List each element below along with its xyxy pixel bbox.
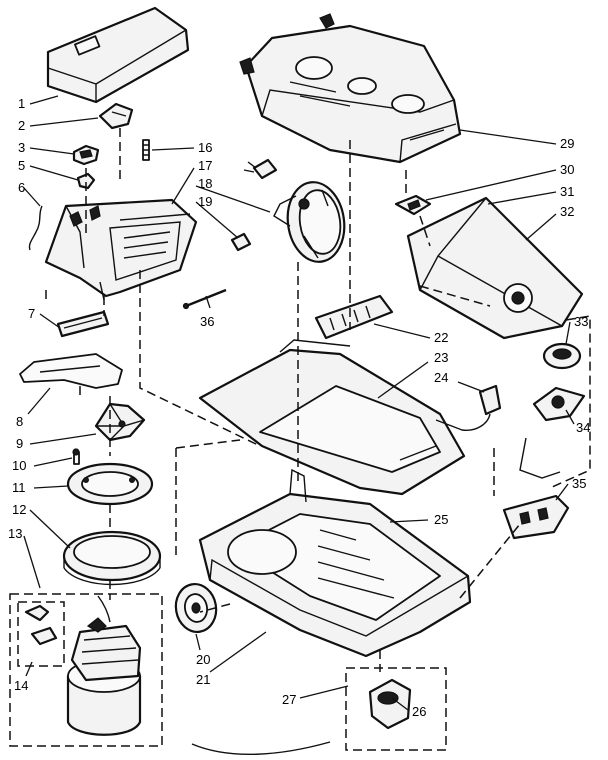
part-lid-frame: [198, 339, 466, 496]
part-gasket-ring-upper: [66, 462, 154, 506]
part-handle-frame: [44, 198, 198, 301]
callout-23: 23: [434, 350, 448, 365]
callout-8: 8: [16, 414, 23, 429]
callout-31: 31: [560, 184, 574, 199]
part-latch-clip: [98, 102, 134, 130]
part-top-cover: [46, 6, 190, 104]
callout-26: 26: [412, 704, 426, 719]
part-cord-plug: [435, 384, 502, 431]
callout-14: 14: [14, 678, 28, 693]
callout-29: 29: [560, 136, 574, 151]
callout-22: 22: [434, 330, 448, 345]
callout-17: 17: [198, 158, 212, 173]
part-terminal-block: [502, 437, 570, 540]
callout-25: 25: [434, 512, 448, 527]
part-mounting-plate: [19, 353, 123, 389]
part-exhaust-grille: [314, 294, 394, 340]
part-fan-impeller: [94, 402, 146, 442]
callout-21: 21: [196, 672, 210, 687]
callout-3: 3: [18, 140, 25, 155]
part-bag-seal: [542, 342, 582, 370]
callout-6: 6: [18, 180, 25, 195]
part-wire-lead: [28, 205, 43, 251]
callout-32: 32: [560, 204, 574, 219]
part-end-cap: [230, 232, 252, 252]
part-screw-top: [142, 139, 150, 161]
motor-assembly-box: [9, 593, 163, 747]
part-filter-strip: [56, 310, 110, 338]
callout-12: 12: [12, 502, 26, 517]
part-pin-rod: [182, 288, 227, 310]
callout-24: 24: [434, 370, 448, 385]
part-gasket-ring-lower: [62, 530, 162, 586]
part-fan-wheel: [273, 181, 346, 263]
callout-labels: 1 2 3 5 6 7 8 9 10 11 12 13 14 16 17 18 …: [8, 96, 590, 719]
callout-2: 2: [18, 118, 25, 133]
part-wheel: [174, 583, 218, 633]
part-base-housing: [198, 468, 472, 658]
part-screw-fan: [72, 448, 80, 465]
callout-18: 18: [198, 176, 212, 191]
assembly-lines: [45, 128, 591, 756]
callout-30: 30: [560, 162, 574, 177]
callout-7: 7: [28, 306, 35, 321]
callout-19: 19: [198, 194, 212, 209]
callout-5: 5: [18, 158, 25, 173]
caster-assembly-box: [345, 667, 447, 751]
callout-20: 20: [196, 652, 210, 667]
callout-11: 11: [12, 480, 26, 495]
callout-9: 9: [16, 436, 23, 451]
leader-lines: [23, 95, 575, 711]
part-bag-clip: [394, 194, 432, 216]
part-switch: [72, 144, 100, 166]
callout-33: 33: [574, 314, 588, 329]
callout-27: 27: [282, 692, 296, 707]
callout-36: 36: [200, 314, 214, 329]
part-plug-connector: [243, 158, 278, 180]
callout-1: 1: [18, 96, 25, 111]
callout-13: 13: [8, 526, 22, 541]
part-filter-plate: [532, 386, 586, 422]
callout-10: 10: [12, 458, 26, 473]
callout-35: 35: [572, 476, 586, 491]
callout-34: 34: [576, 420, 590, 435]
callout-16: 16: [198, 140, 212, 155]
part-dust-bag: [406, 196, 584, 340]
part-upper-housing: [239, 13, 462, 164]
